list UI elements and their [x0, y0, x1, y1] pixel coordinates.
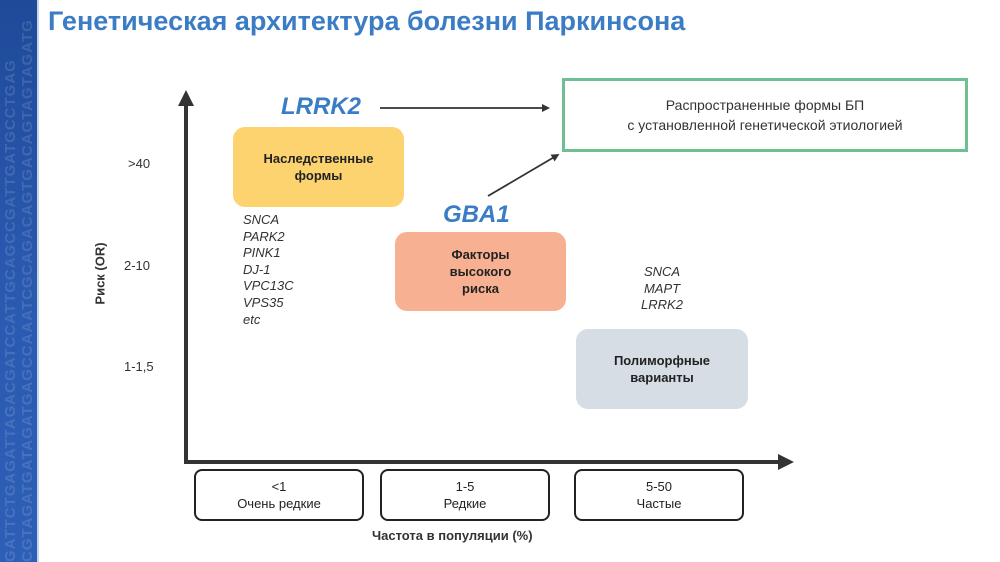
- gene-item: VPS35: [243, 294, 284, 310]
- y-tick-low: 1-1,5: [124, 359, 154, 374]
- x-category-name: Редкие: [443, 496, 487, 511]
- y-tick-high: >40: [128, 156, 151, 171]
- x-category-range: 1-5: [455, 479, 475, 494]
- gene-item: etc: [243, 311, 261, 327]
- lrrk2-label: LRRK2: [281, 93, 362, 120]
- gene-item: MAPT: [643, 280, 681, 296]
- x-category-range: 5-50: [645, 479, 673, 494]
- gene-item: SNCA: [643, 264, 681, 279]
- gene-item: PINK1: [243, 245, 281, 261]
- gene-item: VPC13C: [243, 278, 294, 294]
- high-risk-factors-text: Факторы высокого риска: [449, 247, 512, 296]
- common-pd-forms-text: Распространенные формы БП с установленно…: [627, 97, 903, 133]
- y-tick-mid: 2-10: [124, 258, 151, 273]
- hereditary-forms-text: Наследственные формы: [263, 151, 374, 183]
- common-pd-forms-box: Распространенные формы БП с установленно…: [562, 78, 968, 152]
- decorative-sidebar: GATTCTGAGATTAGACGATCCATTGCAGCCGATTGATGCC…: [0, 0, 37, 562]
- gene-item: DJ-1: [243, 261, 271, 277]
- polymorphic-variants-text: Полиморфные варианты: [613, 353, 711, 385]
- sidebar-edge: [37, 0, 39, 562]
- gba1-label: GBA1: [443, 201, 510, 228]
- hereditary-gene-list: SNCA PARK2 PINK1 DJ-1 VPC13C VPS35 etc: [243, 212, 294, 328]
- x-category-name: Очень редкие: [237, 496, 321, 511]
- x-category-common: 5-50 Частые: [574, 469, 744, 521]
- x-axis-label: Частота в популяции (%): [372, 528, 533, 543]
- y-axis-label: Риск (OR): [92, 242, 108, 305]
- y-axis-arrowhead: [178, 90, 194, 106]
- slide-title: Генетическая архитектура болезни Паркинс…: [48, 6, 686, 36]
- gene-item: PARK2: [243, 228, 285, 244]
- polymorphic-gene-list: SNCA MAPT LRRK2: [632, 264, 692, 314]
- x-category-very-rare: <1 Очень редкие: [194, 469, 364, 521]
- x-axis-arrowhead: [778, 454, 794, 470]
- high-risk-factors-box: Факторы высокого риска: [395, 232, 566, 311]
- x-category-name: Частые: [636, 496, 682, 511]
- gene-item: SNCA: [243, 212, 280, 227]
- hereditary-forms-box: Наследственные формы: [233, 127, 404, 207]
- gene-item: LRRK2: [641, 297, 683, 313]
- x-category-range: <1: [271, 479, 287, 494]
- gba1-arrow: [487, 153, 560, 197]
- polymorphic-variants-box: Полиморфные варианты: [576, 329, 748, 409]
- x-category-rare: 1-5 Редкие: [380, 469, 550, 521]
